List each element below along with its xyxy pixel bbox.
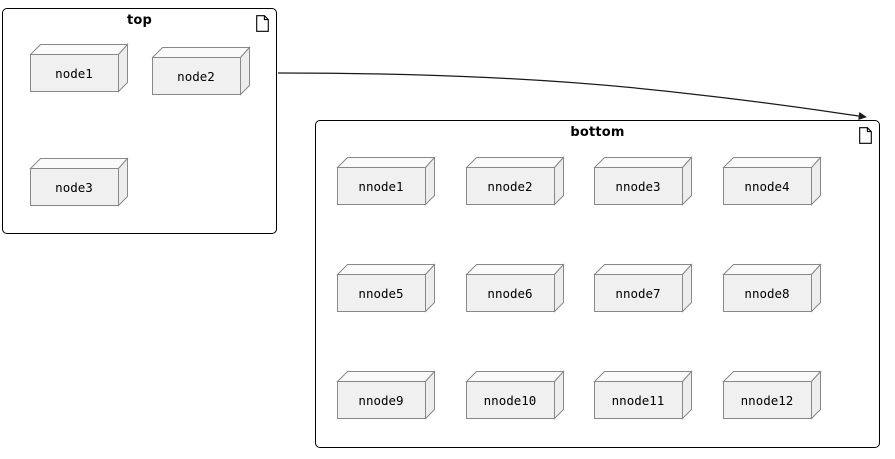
node-cube-icon [465,156,565,206]
document-icon [859,127,872,144]
node-cube-icon [593,156,693,206]
node-cube-icon [593,370,693,420]
node-cube-icon [336,156,436,206]
node-nnode4[interactable]: nnode4 [722,156,822,206]
node-cube-icon [29,43,129,93]
document-icon [256,15,269,32]
node-cube-icon [29,157,129,207]
node-node3[interactable]: node3 [29,157,129,207]
package-title-top: top [126,13,153,28]
node-cube-icon [151,46,251,96]
node-nnode10[interactable]: nnode10 [465,370,565,420]
node-nnode9[interactable]: nnode9 [336,370,436,420]
node-nnode3[interactable]: nnode3 [593,156,693,206]
node-nnode11[interactable]: nnode11 [593,370,693,420]
node-nnode7[interactable]: nnode7 [593,263,693,313]
node-nnode6[interactable]: nnode6 [465,263,565,313]
node-cube-icon [593,263,693,313]
node-cube-icon [722,263,822,313]
node-cube-icon [465,370,565,420]
node-node1[interactable]: node1 [29,43,129,93]
node-nnode1[interactable]: nnode1 [336,156,436,206]
node-nnode5[interactable]: nnode5 [336,263,436,313]
node-cube-icon [722,156,822,206]
node-cube-icon [722,370,822,420]
node-nnode12[interactable]: nnode12 [722,370,822,420]
node-nnode8[interactable]: nnode8 [722,263,822,313]
connector-top-to-bottom [277,72,867,121]
node-node2[interactable]: node2 [151,46,251,96]
node-cube-icon [336,370,436,420]
package-title-bottom: bottom [570,125,625,140]
node-cube-icon [465,263,565,313]
node-cube-icon [336,263,436,313]
node-nnode2[interactable]: nnode2 [465,156,565,206]
